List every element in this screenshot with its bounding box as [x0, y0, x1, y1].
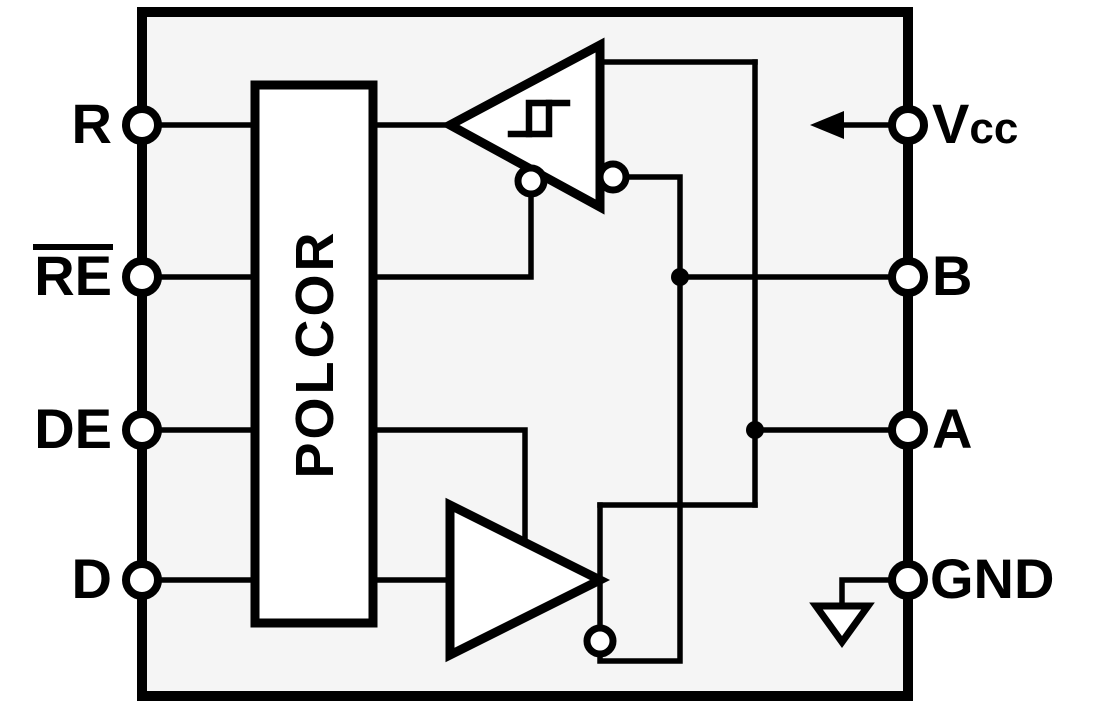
power-arrow-icon: [810, 111, 895, 139]
driver-inverting-output-bubble: [583, 624, 617, 658]
receiver-inverting-input-bubble: [596, 160, 630, 194]
pin-vcc: [888, 105, 928, 145]
pin-d: [122, 560, 162, 600]
pin-a: [888, 410, 928, 450]
pin-label-d: D: [72, 547, 112, 610]
ground-symbol-icon: [809, 577, 895, 648]
pin-label-r: R: [72, 92, 112, 155]
pin-label-vcc-sub: cc: [969, 104, 1018, 153]
pin-b: [888, 257, 928, 297]
pin-re: [122, 257, 162, 297]
pin-r: [122, 105, 162, 145]
junction-dot-b: [671, 268, 689, 286]
driver-triangle: [445, 497, 611, 663]
receiver-enable-bubble: [514, 164, 548, 198]
junction-dot-a: [746, 421, 764, 439]
pin-gnd: [888, 560, 928, 600]
wire-de-enable: [370, 427, 528, 547]
hysteresis-icon: [507, 99, 571, 138]
pin-label-a: A: [932, 397, 972, 460]
polcor-block: [250, 80, 378, 628]
polcor-label: POLCOR: [285, 229, 345, 478]
pin-label-re: RE: [34, 244, 112, 307]
pin-label-b: B: [932, 244, 972, 307]
pin-de: [122, 410, 162, 450]
wire-re-enable: [370, 191, 534, 280]
pin-label-gnd: GND: [930, 547, 1054, 610]
pin-label-de: DE: [34, 397, 112, 460]
pin-label-vcc: Vcc: [932, 92, 1018, 155]
pin-label-vcc-main: V: [932, 92, 969, 155]
wire-b-net: [597, 174, 683, 664]
